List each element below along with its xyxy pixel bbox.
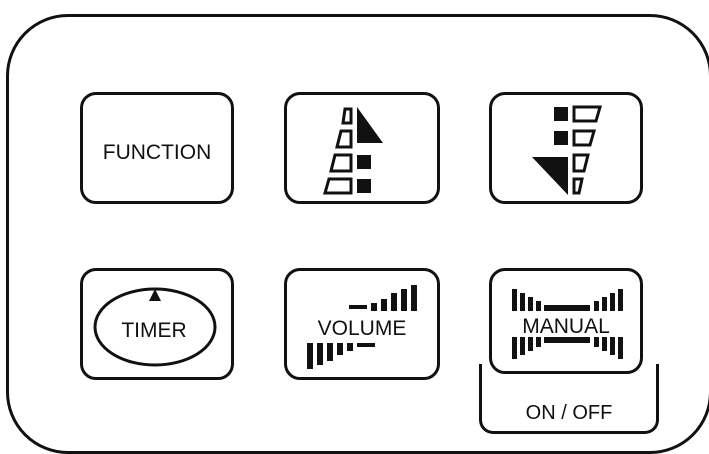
increase-button[interactable] bbox=[284, 92, 440, 204]
decrease-button[interactable] bbox=[489, 92, 643, 204]
manual-label: MANUAL bbox=[522, 315, 610, 338]
on-off-bracket: ON / OFF bbox=[479, 364, 659, 434]
ascending-bars-up-arrow-icon bbox=[323, 107, 383, 195]
volume-label: VOLUME bbox=[317, 317, 407, 340]
bowtie-bars-icon bbox=[512, 289, 623, 359]
function-label: FUNCTION bbox=[102, 141, 212, 164]
manual-button[interactable]: MANUAL bbox=[489, 268, 643, 374]
on-off-label: ON / OFF bbox=[525, 402, 613, 424]
timer-label: TIMER bbox=[121, 319, 187, 342]
volume-ramp-icon bbox=[307, 285, 417, 369]
function-button[interactable]: FUNCTION bbox=[80, 92, 234, 204]
volume-button[interactable]: VOLUME bbox=[284, 268, 440, 380]
timer-oval bbox=[93, 287, 217, 367]
up-triangle-icon bbox=[149, 289, 161, 301]
timer-button[interactable]: TIMER bbox=[80, 268, 234, 380]
descending-bars-down-arrow-icon bbox=[532, 105, 602, 195]
